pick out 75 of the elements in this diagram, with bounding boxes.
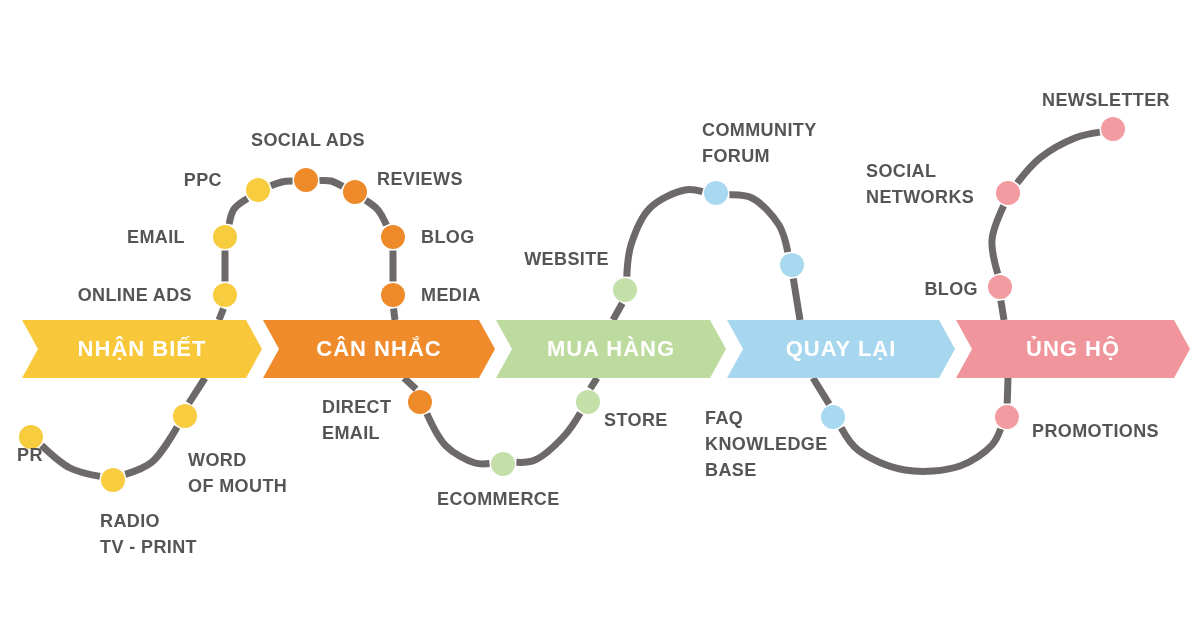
connector-line (587, 376, 600, 391)
connector-line (623, 186, 704, 277)
dot-label: SOCIAL ADS (251, 129, 365, 152)
dot-icon (343, 180, 367, 204)
stage-banner (22, 320, 262, 378)
stage-banner (727, 320, 955, 378)
dot-icon (246, 178, 270, 202)
stage-label: ỦNG HỘ (1026, 336, 1120, 362)
connector-line (221, 250, 229, 282)
stage-banner (496, 320, 726, 378)
dot-icon (101, 468, 125, 492)
dot-icon (213, 225, 237, 249)
stage-label: CÂN NHẮC (316, 336, 442, 362)
stage-label: MUA HÀNG (546, 336, 676, 362)
connector-line (988, 204, 1007, 275)
dot-label: RADIO TV - PRINT (100, 510, 197, 559)
dot-icon (173, 404, 197, 428)
connector-line (516, 411, 584, 466)
connector-line (789, 277, 804, 321)
connector-line (997, 299, 1008, 321)
connector-line (838, 426, 1004, 475)
dot-label: ONLINE ADS (77, 284, 192, 307)
stage-banner (956, 320, 1190, 378)
dot-icon (780, 253, 804, 277)
dot-icon (294, 168, 318, 192)
dot-label: COMMUNITY FORUM (702, 119, 817, 168)
dot-label: BLOG (421, 226, 475, 249)
connector-line (390, 308, 399, 321)
dot-label: EMAIL (127, 226, 185, 249)
dot-icon (19, 425, 43, 449)
dot-icon (995, 405, 1019, 429)
dot-label: DIRECT EMAIL (322, 396, 392, 445)
dot-label: MEDIA (421, 284, 481, 307)
dot-icon (996, 181, 1020, 205)
connector-line (319, 176, 345, 190)
stage-banner (263, 320, 495, 378)
connector-line (389, 250, 397, 282)
connector-line (810, 376, 833, 406)
dot-label: WORD OF MOUTH (188, 449, 288, 498)
dot-icon (988, 275, 1012, 299)
connector-line (269, 177, 293, 189)
stage-label: NHẬN BIẾT (77, 336, 207, 362)
connector-line (185, 376, 208, 405)
dot-label: WEBSITE (524, 248, 609, 271)
connector-line (215, 307, 227, 322)
connector-line (225, 195, 250, 225)
connector-line (1014, 128, 1101, 186)
dot-icon (408, 390, 432, 414)
dot-label: PR (17, 444, 43, 467)
dot-label: ECOMMERCE (437, 488, 560, 511)
dot-icon (821, 405, 845, 429)
dot-label: STORE (604, 409, 668, 432)
dot-label: REVIEWS (377, 168, 463, 191)
connector-line (609, 301, 626, 322)
connector-line (423, 412, 490, 468)
dot-label: SOCIAL NETWORKS (866, 160, 975, 209)
dot-icon (213, 283, 237, 307)
connector-line (39, 442, 101, 480)
dot-icon (704, 181, 728, 205)
connector-line (124, 425, 181, 478)
dot-icon (576, 390, 600, 414)
dot-label: PROMOTIONS (1032, 420, 1159, 443)
connector-line (1003, 377, 1012, 404)
connector-line (363, 197, 390, 227)
dot-icon (613, 278, 637, 302)
connector-line (729, 191, 792, 253)
dot-icon (381, 225, 405, 249)
dot-label: PPC (183, 169, 222, 192)
dot-label: NEWSLETTER (1042, 89, 1170, 112)
dot-label: FAQ KNOWLEDGE BASE (705, 407, 828, 482)
dot-icon (381, 283, 405, 307)
dot-icon (491, 452, 515, 476)
dot-label: BLOG (924, 278, 978, 301)
stage-label: QUAY LẠI (785, 336, 897, 362)
dot-icon (1101, 117, 1125, 141)
